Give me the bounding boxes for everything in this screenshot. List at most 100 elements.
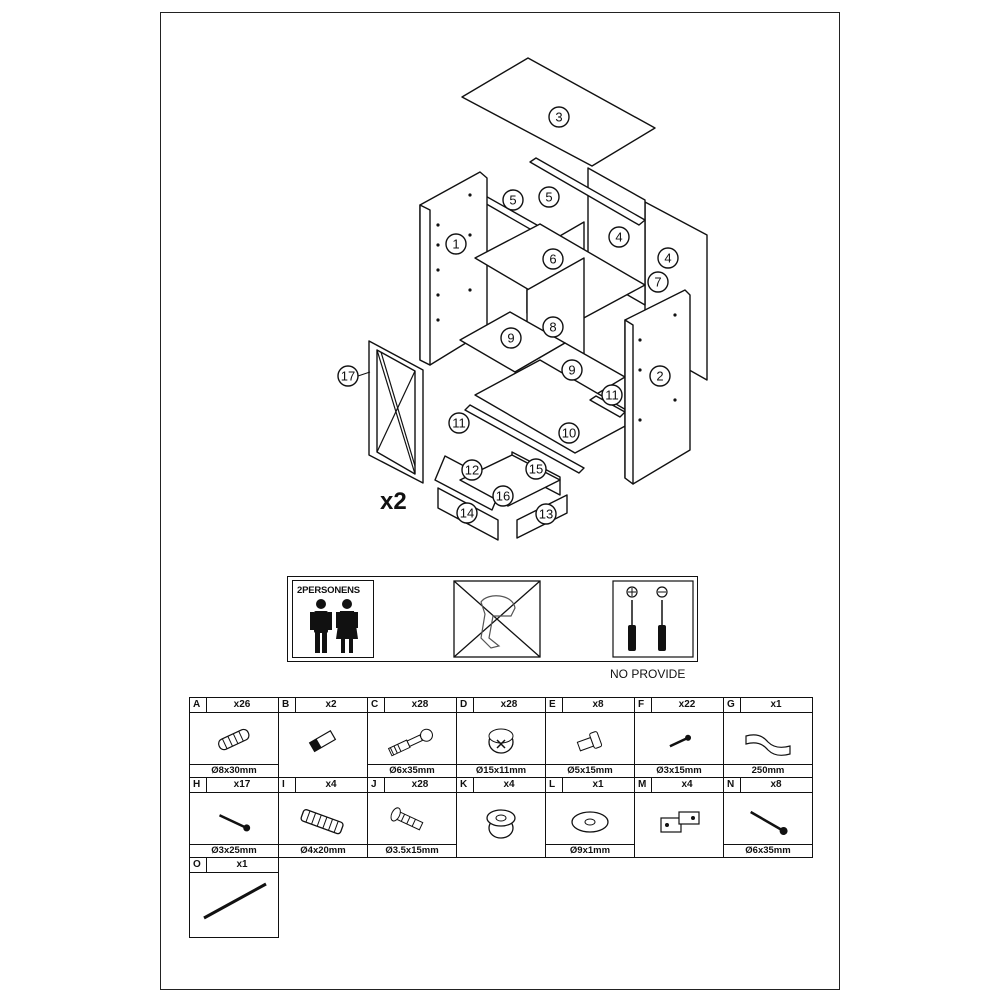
hinge-icon <box>660 811 700 833</box>
panel-2-right-side <box>624 289 691 485</box>
part-quantity: x28 <box>411 699 429 710</box>
svg-text:3: 3 <box>555 110 562 125</box>
part-callout-13: 13 <box>535 503 557 525</box>
part-callout-9: 9 <box>561 359 583 381</box>
svg-text:15: 15 <box>529 462 543 477</box>
part-letter: O <box>193 859 201 870</box>
svg-text:7: 7 <box>654 275 661 290</box>
svg-text:13: 13 <box>539 507 553 522</box>
svg-text:14: 14 <box>460 506 474 521</box>
part-callout-17: 17 <box>337 365 359 387</box>
svg-text:6: 6 <box>549 252 556 267</box>
part-callout-10: 10 <box>558 422 580 444</box>
part-size: Ø3x25mm <box>190 844 278 857</box>
part-callout-11: 11 <box>601 384 623 406</box>
part-callout-4: 4 <box>608 226 630 248</box>
svg-text:9: 9 <box>568 363 575 378</box>
part-letter: I <box>282 779 285 790</box>
part-letter: B <box>282 699 290 710</box>
shelf-pin-icon <box>576 731 603 752</box>
svg-text:1: 1 <box>452 237 459 252</box>
svg-text:8: 8 <box>549 320 556 335</box>
knob-icon <box>486 809 516 839</box>
svg-text:5: 5 <box>509 193 516 208</box>
drawer-quantity: x2 <box>380 488 407 515</box>
part-letter: J <box>371 779 377 790</box>
part-callout-2: 2 <box>649 365 671 387</box>
svg-text:5: 5 <box>545 190 552 205</box>
no-power-drill-icon <box>453 580 541 658</box>
part-quantity: x26 <box>233 699 251 710</box>
part-callout-9: 9 <box>500 327 522 349</box>
part-letter: G <box>727 699 735 710</box>
rail-5-rear <box>529 157 646 226</box>
svg-text:4: 4 <box>664 251 671 266</box>
part-size: Ø3.5x15mm <box>368 844 456 857</box>
part-quantity: x28 <box>411 779 429 790</box>
strap-icon <box>745 734 791 756</box>
part-size: Ø4x20mm <box>279 844 367 857</box>
part-size: Ø6x35mm <box>724 844 812 857</box>
part-quantity: x1 <box>236 859 248 870</box>
small-screw-icon <box>669 734 692 748</box>
knob-screw-icon <box>300 809 344 835</box>
part-size: Ø5x15mm <box>546 764 634 777</box>
part-callout-7: 7 <box>647 271 669 293</box>
part-letter: F <box>638 699 645 710</box>
bracket-icon <box>308 729 337 753</box>
part-callout-3: 3 <box>548 106 570 128</box>
cam-lock-icon <box>488 728 514 754</box>
page-frame <box>160 12 840 990</box>
no-provide-label: NO PROVIDE <box>610 667 686 681</box>
dowel-icon <box>218 728 250 751</box>
svg-text:12: 12 <box>465 463 479 478</box>
part-quantity: x4 <box>325 779 337 790</box>
tools-panel: 2PERSONENS <box>287 576 698 662</box>
part-size: 250mm <box>724 764 812 777</box>
part-callout-8: 8 <box>542 316 564 338</box>
washer-icon <box>571 811 609 833</box>
part-quantity: x4 <box>681 779 693 790</box>
part-quantity: x1 <box>592 779 604 790</box>
part-callout-1: 1 <box>445 233 467 255</box>
svg-text:16: 16 <box>496 489 510 504</box>
svg-text:4: 4 <box>615 230 622 245</box>
part-callout-12: 12 <box>461 459 483 481</box>
part-letter: D <box>460 699 468 710</box>
screw-icon <box>218 814 251 832</box>
part-quantity: x17 <box>233 779 251 790</box>
part-size: Ø6x35mm <box>368 764 456 777</box>
part-quantity: x2 <box>325 699 337 710</box>
two-persons-icon <box>310 599 358 653</box>
part-quantity: x22 <box>678 699 696 710</box>
part-letter: E <box>549 699 556 710</box>
part-callout-15: 15 <box>525 458 547 480</box>
part-quantity: x8 <box>592 699 604 710</box>
part-callout-11: 11 <box>448 412 470 434</box>
svg-text:11: 11 <box>605 388 619 403</box>
part-size: Ø8x30mm <box>190 764 278 777</box>
part-callout-4: 4 <box>657 247 679 269</box>
screwdrivers-box <box>612 580 694 658</box>
part-size: Ø15x11mm <box>457 764 545 777</box>
cam-bolt-icon <box>387 728 434 757</box>
svg-text:9: 9 <box>507 331 514 346</box>
part-callout-5: 5 <box>502 189 524 211</box>
svg-text:2: 2 <box>656 369 663 384</box>
part-quantity: x28 <box>500 699 518 710</box>
long-screw-icon <box>750 810 788 835</box>
part-letter: A <box>193 699 201 710</box>
